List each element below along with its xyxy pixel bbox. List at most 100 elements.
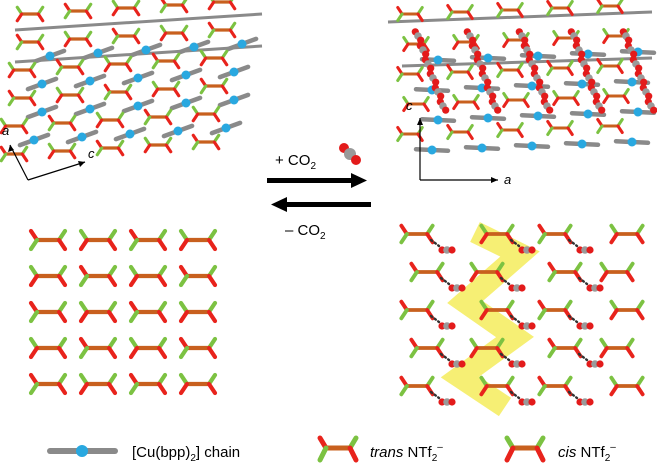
anion [496, 2, 524, 18]
anion-open [609, 223, 645, 245]
co2-molecule [483, 84, 497, 100]
axis-indicator-right: c a [406, 98, 511, 187]
anion-open [537, 223, 573, 245]
co2-molecule [540, 98, 554, 114]
co2-molecule [520, 42, 534, 58]
anion-open [399, 299, 435, 321]
anion-open [537, 299, 573, 321]
cu-chain-segment [25, 104, 59, 120]
co2-molecule [431, 84, 445, 100]
hydrogen-bond [429, 238, 441, 248]
cu-chain-segment [81, 45, 115, 61]
anion [596, 0, 624, 14]
legend-trans-label: trans NTf2– [370, 442, 443, 464]
anion-closed [28, 264, 68, 288]
anion-trans [191, 105, 221, 123]
anion-closed [128, 336, 168, 360]
cu-chain-segment [469, 113, 507, 123]
cu-chain-segment [33, 48, 67, 64]
co2-molecule [448, 284, 466, 292]
anion-trans [111, 0, 141, 17]
anion-trans [15, 5, 45, 23]
open-phase-anion-layer [399, 222, 645, 417]
hydrogen-bond [567, 390, 579, 400]
hydrogen-bond [567, 238, 579, 248]
legend-chain-label: [Cu(bpp)2] chain [132, 444, 240, 464]
anion [546, 60, 574, 76]
anion [502, 92, 530, 108]
cu-chain-segment [73, 73, 107, 89]
hydrogen-bond [577, 352, 589, 362]
anion-trans [95, 139, 125, 157]
anion [446, 4, 474, 20]
closed-phase-anion-layer [28, 228, 218, 396]
co2-molecule [567, 28, 581, 44]
cu-chain-segment [129, 42, 163, 58]
anion [402, 96, 430, 112]
cu-chain-segment [209, 120, 243, 136]
co2-molecule [619, 28, 633, 44]
co2-molecule [473, 56, 487, 72]
anion-closed [78, 336, 118, 360]
co2-molecule [572, 42, 586, 58]
cu-chain-segment [613, 137, 651, 147]
anion [552, 90, 580, 106]
axis-label-a-left: a [2, 123, 9, 138]
anion [602, 88, 630, 104]
hydrogen-bond [509, 238, 521, 248]
co2-molecule [438, 246, 456, 254]
cu-chain-segment [113, 126, 147, 142]
co2-molecule [421, 56, 435, 72]
anion-trans [207, 21, 237, 39]
co2-molecule [576, 398, 594, 406]
reaction-arrows: + CO2 – CO2 [267, 143, 371, 242]
anion-closed [28, 372, 68, 396]
co2-molecule [586, 284, 604, 292]
cu-chain-segment [563, 139, 601, 149]
anion-open [547, 261, 583, 283]
co2-molecule [576, 246, 594, 254]
co2-molecule [587, 84, 601, 100]
anion-open [479, 223, 515, 245]
anion-closed [178, 372, 218, 396]
anion [546, 120, 574, 136]
anion [446, 64, 474, 80]
anion [452, 94, 480, 110]
anion-trans [151, 80, 181, 98]
anion-closed [128, 228, 168, 252]
cu-chain-segment [169, 67, 203, 83]
anion-open [547, 337, 583, 359]
anion-trans [159, 0, 189, 14]
co2-molecule [644, 98, 657, 114]
anion-trans [191, 133, 221, 151]
co2-molecule [624, 42, 638, 58]
co2-molecule [576, 322, 594, 330]
co2-molecule [634, 70, 648, 86]
anion-trans [63, 30, 93, 48]
anion-closed [28, 300, 68, 324]
co2-molecule [639, 84, 653, 100]
co2-molecule [426, 70, 440, 86]
legend-chain-symbol [47, 445, 118, 457]
co2-molecule [518, 322, 536, 330]
hydrogen-bond [567, 314, 579, 324]
co2-molecule [478, 70, 492, 86]
anion-open [409, 337, 445, 359]
anion [396, 126, 424, 142]
anion [596, 118, 624, 134]
anion-open [609, 375, 645, 397]
anion-closed [78, 300, 118, 324]
anion-trans [207, 0, 237, 11]
anion-closed [128, 372, 168, 396]
co2-molecule [582, 70, 596, 86]
cu-chain-segment [513, 141, 551, 151]
anion-trans [0, 117, 29, 135]
co2-molecule [592, 98, 606, 114]
anion-trans [199, 49, 229, 67]
legend-trans-symbol [317, 435, 359, 463]
legend-cis-label: cis NTf2– [558, 442, 616, 464]
anion-trans [95, 111, 125, 129]
zigzag-highlight [440, 222, 540, 417]
co2-molecule [411, 28, 425, 44]
cu-chain-segment [569, 49, 607, 59]
